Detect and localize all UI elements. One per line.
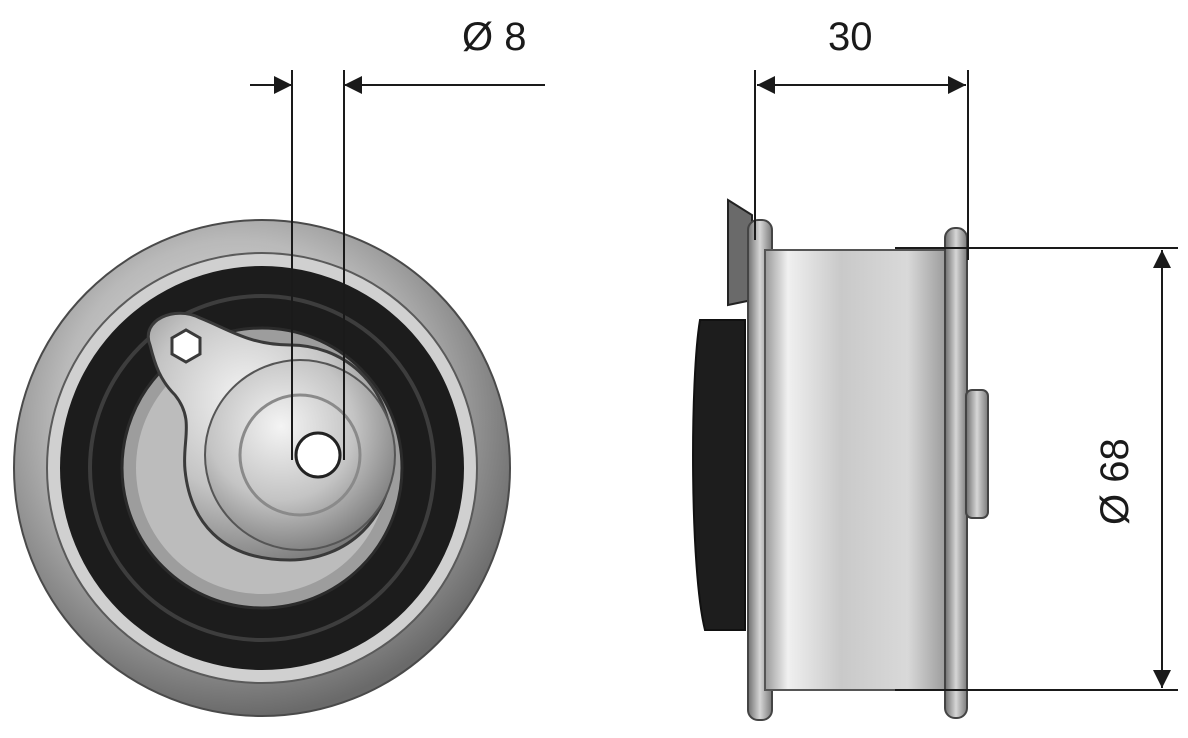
- outer-diameter-label: Ø 68: [1093, 438, 1137, 525]
- width-label: 30: [828, 15, 873, 59]
- right-flange: [944, 227, 968, 719]
- outer-diameter-dimension: [895, 247, 1178, 691]
- side-view: [692, 198, 989, 721]
- bore-dimension: [250, 70, 545, 460]
- width-dimension: [754, 70, 969, 260]
- bore-hole: [294, 431, 342, 479]
- rear-seal: [692, 319, 746, 631]
- bore-diameter-label: Ø 8: [462, 15, 526, 59]
- hub-stub: [965, 389, 989, 519]
- hex-tool-hole: [170, 328, 202, 364]
- seal-groove: [88, 294, 436, 642]
- front-view: [13, 219, 511, 717]
- pulley-drum: [764, 249, 956, 691]
- hub-ring: [238, 393, 362, 517]
